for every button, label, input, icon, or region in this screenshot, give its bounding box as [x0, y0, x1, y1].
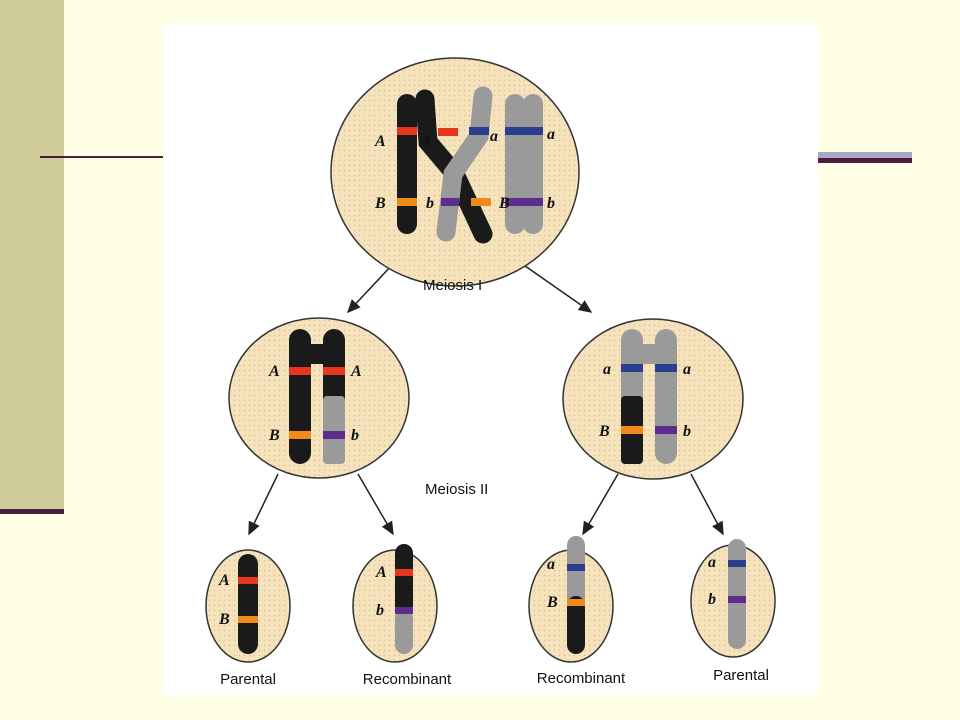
chromatid-dark-left	[397, 94, 417, 234]
allele-label: B	[374, 195, 386, 212]
allele-label: a	[683, 361, 691, 378]
allele-label: a	[603, 361, 611, 378]
band-a	[655, 364, 677, 372]
allele-label: a	[547, 126, 555, 143]
allele-label: B	[598, 423, 610, 440]
band-b	[441, 198, 459, 206]
band-b	[655, 426, 677, 434]
cell-product-4: a b	[690, 539, 776, 658]
meiosis-diagram: A A a a B b B b Meiosis I A A B b	[205, 57, 776, 688]
band-A	[438, 128, 458, 136]
allele-label: b	[426, 195, 434, 212]
arrow-m2-rr	[690, 473, 724, 536]
band-A	[397, 127, 417, 135]
arrows	[248, 260, 724, 536]
arrow-m2-rl	[582, 473, 619, 536]
allele-label: B	[546, 594, 558, 611]
band-B	[238, 616, 258, 623]
band-B	[289, 431, 311, 439]
title-rule-right-dark	[816, 158, 912, 163]
chromatid-dark	[238, 554, 258, 654]
cell-product-3: a B	[528, 536, 614, 663]
band-b	[395, 607, 413, 614]
band-a	[567, 564, 585, 571]
allele-label: A	[374, 133, 386, 150]
chromatid-dark	[395, 544, 413, 616]
left-bar-underline	[0, 509, 64, 514]
chromatid-gray	[395, 609, 413, 654]
allele-label: A	[268, 363, 280, 380]
allele-label: A	[375, 564, 387, 581]
product-label: Recombinant	[537, 670, 626, 687]
product-label: Parental	[220, 671, 276, 688]
allele-label: B	[218, 611, 230, 628]
band-a	[505, 127, 543, 135]
allele-label: b	[351, 427, 359, 444]
cell-middle-left: A A B b	[228, 317, 410, 479]
allele-label: A	[218, 572, 230, 589]
allele-label: b	[376, 602, 384, 619]
band-A	[395, 569, 413, 576]
arrow-meiosis1-left	[346, 263, 394, 314]
band-A	[289, 367, 311, 375]
cell-top: A A a a B b B b	[330, 57, 580, 287]
arrow-m2-ll	[248, 473, 279, 536]
band-b	[323, 431, 345, 439]
allele-label: a	[708, 554, 716, 571]
band-A	[323, 367, 345, 375]
allele-label: A	[350, 363, 362, 380]
band-B	[471, 198, 491, 206]
allele-label: A	[420, 133, 432, 150]
stage-label-meiosis-2: Meiosis II	[425, 481, 488, 498]
arrow-meiosis1-right	[517, 260, 593, 313]
cell-middle-right: a a B b	[562, 318, 744, 480]
stage-label-meiosis-1: Meiosis I	[423, 277, 482, 294]
band-A	[238, 577, 258, 584]
product-label: Recombinant	[363, 671, 452, 688]
cell-product-2: A b	[352, 544, 438, 663]
chromatid-gray-segment	[323, 396, 345, 464]
allele-label: b	[708, 591, 716, 608]
band-a	[621, 364, 643, 372]
title-rule-right-light	[816, 152, 912, 158]
band-B	[397, 198, 417, 206]
cell-product-1: A B	[205, 549, 291, 663]
allele-label: B	[498, 195, 510, 212]
chromatid-dark-crossing	[415, 89, 493, 244]
product-label: Parental	[713, 667, 769, 684]
band-b	[728, 596, 746, 603]
allele-label: b	[683, 423, 691, 440]
chromatid-gray	[728, 539, 746, 649]
band-B	[567, 599, 585, 606]
arrow-m2-lr	[357, 473, 394, 536]
band-a	[728, 560, 746, 567]
left-decorative-bar	[0, 0, 64, 512]
chromatid-dark	[567, 596, 585, 654]
band-b	[505, 198, 543, 206]
band-a	[469, 127, 489, 135]
allele-label: a	[490, 128, 498, 145]
allele-label: b	[547, 195, 555, 212]
band-B	[621, 426, 643, 434]
chromatid-gray-right	[523, 94, 543, 234]
allele-label: B	[268, 427, 280, 444]
chromatid-gray	[567, 536, 585, 614]
meiosis-figure: A A a a B b B b Meiosis I A A B b	[163, 24, 818, 695]
allele-label: a	[547, 556, 555, 573]
title-rule-left	[40, 156, 164, 158]
